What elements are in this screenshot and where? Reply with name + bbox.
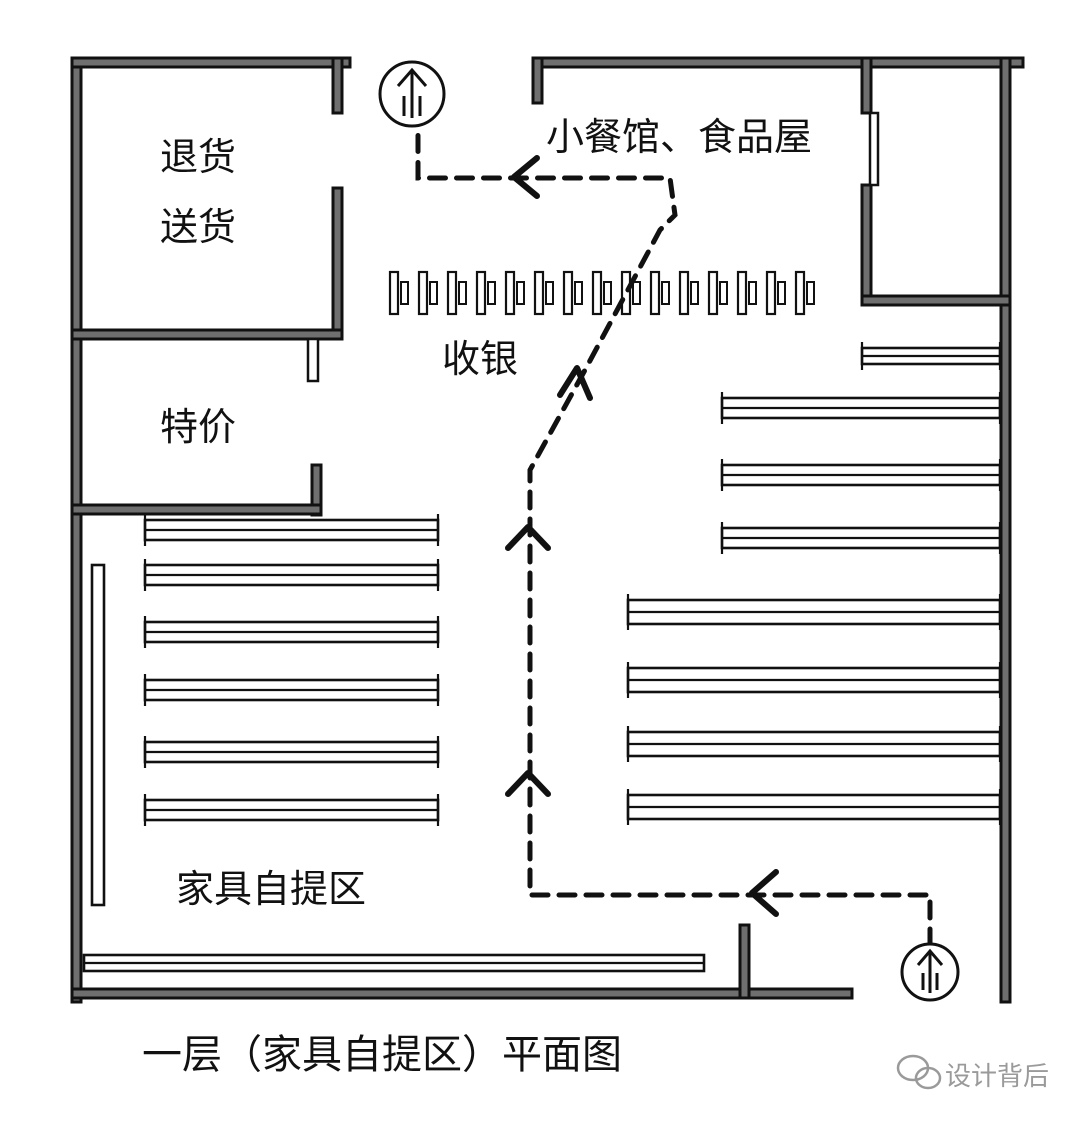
wall-special-bottom <box>70 503 323 516</box>
label-delivery: 送货 <box>160 205 236 249</box>
wall-returns-right <box>331 186 344 340</box>
checkout-counter <box>794 270 806 316</box>
checkout-register <box>777 281 786 305</box>
checkout-register <box>603 281 612 305</box>
wall-cafe-inner-top <box>860 56 873 115</box>
label-returns: 退货 <box>160 135 236 179</box>
wall-left <box>70 56 83 1004</box>
doors <box>306 111 880 383</box>
checkout-counter <box>678 270 690 316</box>
wall-bottom <box>70 987 854 1000</box>
checkout-register <box>806 281 815 305</box>
checkout-counter <box>475 270 487 316</box>
watermark-text: 设计背后 <box>945 1062 1049 1092</box>
watermark-chat-icon <box>896 1054 942 1090</box>
checkout-counter <box>765 270 777 316</box>
walls <box>70 56 1025 1004</box>
checkout-register <box>690 281 699 305</box>
checkout-counters <box>388 270 815 316</box>
checkout-register <box>574 281 583 305</box>
checkout-counter <box>417 270 429 316</box>
flow-arrow-up-2 <box>505 770 551 797</box>
checkout-register <box>400 281 409 305</box>
exit-arrow-icon <box>378 60 446 128</box>
wall-cafe-inner <box>860 183 873 307</box>
checkout-register <box>429 281 438 305</box>
checkout-counter <box>533 270 545 316</box>
wall-returns-bottom <box>70 328 344 341</box>
label-cafe-food: 小餐馆、食品屋 <box>546 115 812 159</box>
checkout-counter <box>504 270 516 316</box>
checkout-counter <box>736 270 748 316</box>
flow-arrow-up-1 <box>505 524 551 551</box>
checkout-counter <box>446 270 458 316</box>
label-self-serve: 家具自提区 <box>176 867 366 911</box>
checkout-register <box>661 281 670 305</box>
flow-arrow-left-1 <box>749 869 779 917</box>
checkout-counter <box>649 270 661 316</box>
shelf-vertical-left <box>90 563 106 907</box>
wall-right <box>999 56 1012 1004</box>
label-checkout: 收银 <box>442 337 518 381</box>
shelves-right <box>626 342 1002 825</box>
checkout-counter <box>591 270 603 316</box>
label-special-price: 特价 <box>160 405 236 449</box>
watermark: 设计背后 <box>896 1054 1049 1092</box>
wall-top-right <box>531 56 1025 69</box>
customer-flow <box>415 125 933 975</box>
checkout-counter <box>388 270 400 316</box>
checkout-register <box>487 281 496 305</box>
checkout-register <box>545 281 554 305</box>
wall-cafe-stub <box>531 56 544 105</box>
plan-caption: 一层（家具自提区）平面图 <box>142 1032 622 1078</box>
checkout-counter <box>707 270 719 316</box>
wall-entrance-stub <box>738 923 751 1000</box>
wall-top-left <box>70 56 352 69</box>
entrance-arrow-icon <box>900 942 960 1002</box>
flow-arrow-up-3 <box>557 365 593 401</box>
shelves-left <box>143 514 440 826</box>
checkout-register <box>748 281 757 305</box>
flow-arrow-left-2 <box>511 155 540 199</box>
checkout-register <box>458 281 467 305</box>
wall-cafe-bottom <box>860 294 1012 307</box>
wall-room-stub <box>331 56 344 115</box>
checkout-register <box>632 281 641 305</box>
checkout-register <box>719 281 728 305</box>
checkout-register <box>516 281 525 305</box>
checkout-counter <box>562 270 574 316</box>
checkout-counter <box>620 270 632 316</box>
